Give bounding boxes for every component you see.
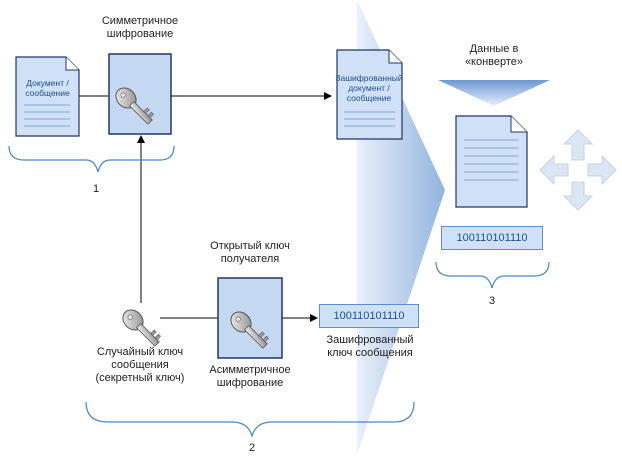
random-key-label: Случайный ключ сообщения (секретный ключ… xyxy=(95,346,185,384)
brace-label-3: 3 xyxy=(488,295,496,307)
envelope-title: Данные в «конверте» xyxy=(464,43,524,68)
arrows-icon xyxy=(539,129,617,211)
document-label: Документ / сообщение xyxy=(25,78,70,98)
encrypted-document-label: Зашифрованный документ / сообщение xyxy=(335,73,403,103)
brace-3 xyxy=(435,261,550,289)
encrypted-key-caption: Зашифрованный ключ сообщения xyxy=(326,334,414,359)
encrypted-key-code-box: 100110101110 xyxy=(319,304,419,328)
brace-1 xyxy=(8,145,175,173)
document-icon xyxy=(336,49,403,140)
envelope-code-box: 100110101110 xyxy=(441,226,543,250)
key-icon xyxy=(230,311,269,349)
encrypted-key-code: 100110101110 xyxy=(333,310,405,322)
document-icon xyxy=(455,115,528,208)
symmetric-title: Симметричное шифрование xyxy=(101,15,179,40)
public-key-title: Открытый ключ получателя xyxy=(210,240,290,265)
envelope-code: 100110101110 xyxy=(456,232,528,244)
asymmetric-box xyxy=(217,277,283,359)
brace-label-1: 1 xyxy=(92,183,100,195)
key-icon xyxy=(115,87,154,125)
brace-label-2: 2 xyxy=(248,442,256,454)
brace-2 xyxy=(85,401,415,439)
document-icon xyxy=(15,56,80,137)
asymmetric-label: Асимметричное шифрование xyxy=(209,364,291,389)
envelope-triangle xyxy=(438,80,550,106)
key-icon xyxy=(122,309,161,347)
